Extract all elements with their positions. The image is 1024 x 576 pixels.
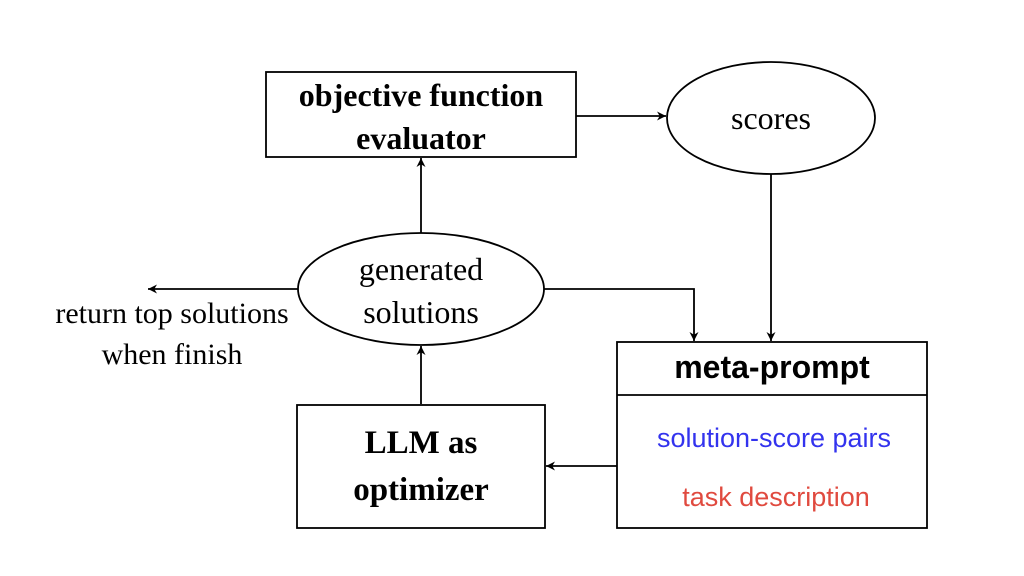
return-text-line2: when finish bbox=[102, 338, 243, 371]
meta-prompt-title: meta-prompt bbox=[674, 349, 870, 385]
evaluator-label-line1: objective function bbox=[299, 77, 544, 113]
scores-label: scores bbox=[731, 100, 811, 136]
task-description-label: task description bbox=[682, 482, 870, 512]
arrow-generated-to-meta-prompt bbox=[544, 288, 699, 341]
arrows bbox=[148, 111, 776, 471]
meta-prompt-box bbox=[616, 341, 928, 529]
evaluator-label-line2: evaluator bbox=[356, 120, 486, 156]
llm-optimizer-line2: optimizer bbox=[353, 472, 489, 508]
generated-solutions-line1: generated bbox=[359, 251, 483, 287]
return-text-line1: return top solutions bbox=[55, 297, 288, 330]
llm-optimizer-box bbox=[296, 404, 546, 529]
scores-node: scores bbox=[666, 61, 876, 175]
solution-score-pairs-label: solution-score pairs bbox=[657, 423, 891, 453]
evaluator-node: objective function evaluator bbox=[265, 71, 577, 158]
return-solutions-note: return top solutions when finish bbox=[55, 297, 288, 371]
generated-solutions-node: generated solutions bbox=[297, 232, 545, 346]
evaluator-box bbox=[265, 71, 577, 158]
meta-prompt-node: meta-prompt solution-score pairs task de… bbox=[616, 341, 928, 529]
generated-solutions-line2: solutions bbox=[363, 294, 479, 330]
llm-optimizer-line1: LLM as bbox=[365, 425, 478, 461]
llm-optimizer-node: LLM as optimizer bbox=[296, 404, 546, 529]
